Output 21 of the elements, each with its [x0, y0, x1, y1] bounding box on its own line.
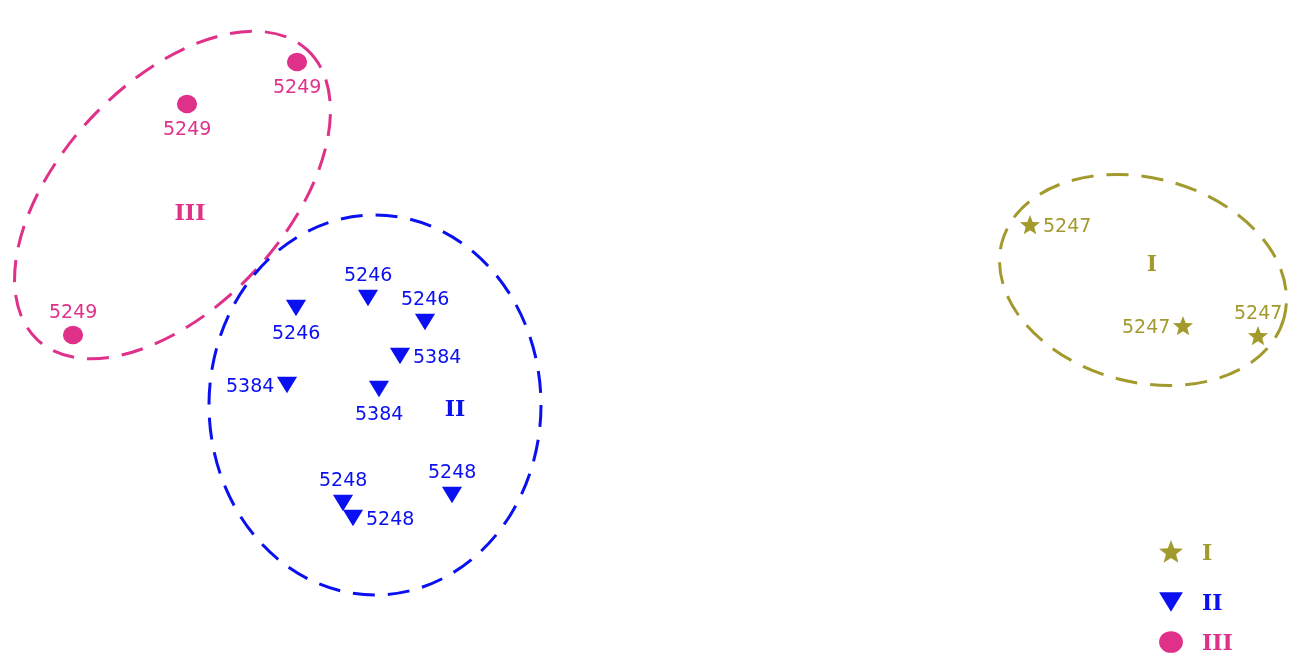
- point-label: 5248: [428, 460, 477, 482]
- legend-label: II: [1202, 589, 1223, 615]
- point-label: 5248: [319, 468, 368, 490]
- point-label: 5249: [273, 75, 322, 97]
- legend-label: I: [1202, 539, 1213, 565]
- point-label: 5247: [1043, 214, 1092, 236]
- cluster-label: III: [174, 199, 206, 225]
- point-label: 5248: [366, 507, 415, 529]
- point-label: 5384: [355, 402, 404, 424]
- point-label: 5246: [401, 287, 450, 309]
- cluster-label: I: [1146, 250, 1158, 276]
- point-label: 5247: [1234, 301, 1283, 323]
- point-label: 5384: [413, 345, 462, 367]
- legend-label: III: [1202, 629, 1233, 655]
- cluster-label: II: [444, 395, 466, 421]
- point-label: 5249: [163, 117, 212, 139]
- point-label: 5384: [226, 374, 275, 396]
- point-label: 5246: [344, 263, 393, 285]
- point-label: 5249: [49, 300, 98, 322]
- point-label: 5246: [272, 321, 321, 343]
- point-label: 5247: [1122, 315, 1171, 337]
